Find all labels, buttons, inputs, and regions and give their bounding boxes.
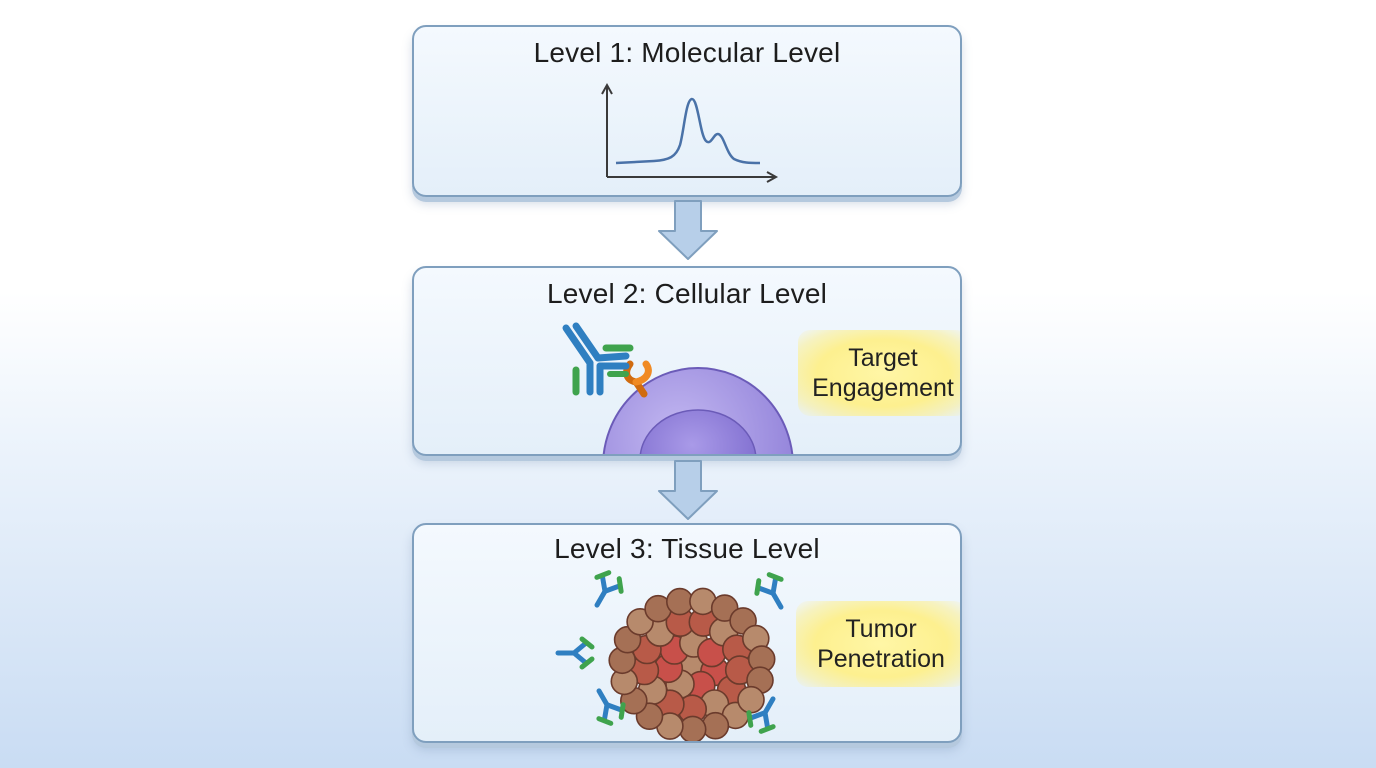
level-3-title: Level 3: Tissue Level (554, 533, 820, 564)
down-arrow-icon (658, 460, 718, 520)
level-2-panel: Level 2: Cellular Level Targ (412, 266, 962, 456)
spectrum-peak-graph-icon (601, 82, 779, 183)
tumor-with-antibodies-icon (555, 570, 784, 741)
level-1-title: Level 1: Molecular Level (533, 37, 841, 68)
level-2-title: Level 2: Cellular Level (546, 278, 828, 309)
tumor-cell (665, 587, 694, 616)
level-1-panel: Level 1: Molecular Level (412, 25, 962, 197)
antibody-binding-cell-icon (562, 322, 794, 454)
level-3-panel: Level 3: Tissue Level Tumor Penetration (412, 523, 962, 743)
callout-line-1: Target (848, 344, 918, 372)
down-arrow-icon (658, 200, 718, 260)
tumor-cell (701, 711, 730, 740)
antibody-icon (754, 572, 784, 610)
callout-line-2: Engagement (812, 374, 954, 402)
tumor-cell (737, 685, 765, 714)
antibody-icon (594, 570, 624, 608)
callout-line-2: Penetration (817, 645, 945, 673)
antibody-icon (746, 696, 776, 734)
tumor-penetration-callout: Tumor Penetration (796, 601, 960, 687)
target-engagement-callout: Target Engagement (798, 330, 960, 416)
antibody-icon (596, 688, 626, 726)
tumor-cell (678, 715, 707, 741)
callout-line-1: Tumor (845, 615, 917, 643)
antibody-icon (555, 636, 595, 670)
